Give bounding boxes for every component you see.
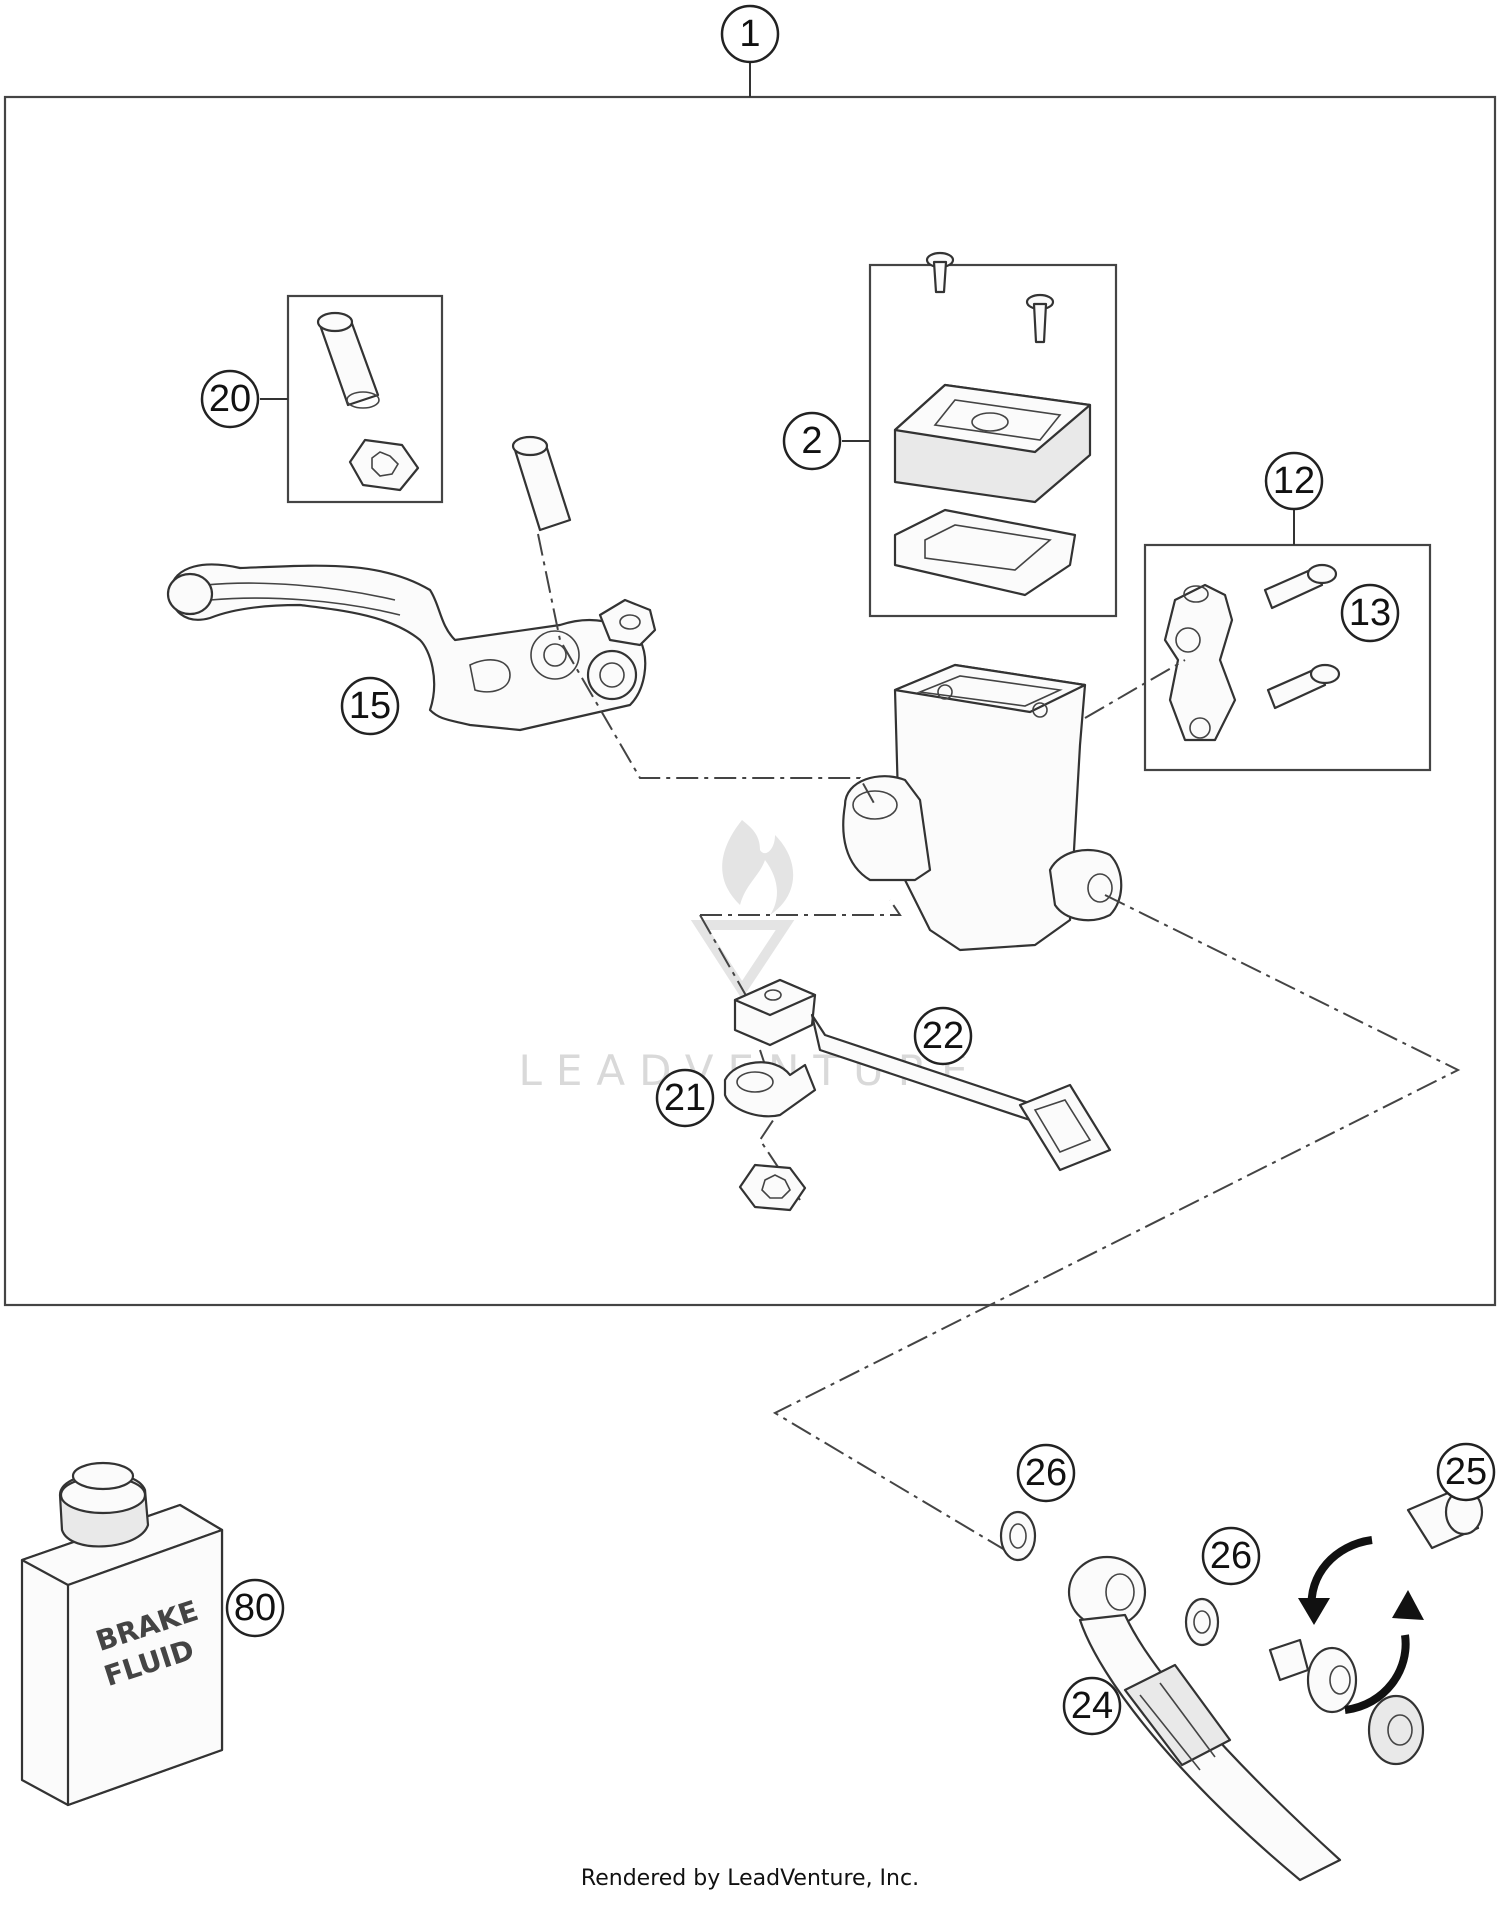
alignment-line-switch-2 [699,914,761,1021]
svg-text:21: 21 [664,1077,706,1119]
callout-25[interactable]: 25 [1436,1442,1496,1502]
banjo-bolt [1268,1638,1358,1714]
alignment-line-lever [537,533,876,806]
callout-26-left[interactable]: 26 [1016,1443,1076,1503]
callout-22[interactable]: 22 [913,1006,973,1066]
bleeder-screw [1406,1488,1484,1550]
reservoir-cover [893,383,1092,504]
sealing-washer-left [999,1510,1037,1562]
svg-text:13: 13 [1349,592,1391,634]
svg-text:22: 22 [922,1015,964,1057]
svg-text:25: 25 [1445,1451,1487,1493]
svg-text:80: 80 [234,1587,276,1629]
callout-13[interactable]: 13 [1340,583,1400,643]
alignment-line-switch [700,899,902,916]
kit-box-12 [1143,543,1432,772]
hex-nut-20 [348,438,420,492]
callout-15[interactable]: 15 [340,676,400,736]
render-credit: Rendered by LeadVenture, Inc. [581,1866,919,1891]
cover-gasket [893,508,1077,597]
handlebar-clamp [1163,583,1237,742]
brake-hose [1078,1613,1342,1882]
lever-adjuster-sleeve [511,435,572,532]
svg-text:26: 26 [1210,1535,1252,1577]
callout-20[interactable]: 20 [200,369,260,429]
svg-text:24: 24 [1071,1685,1113,1727]
svg-text:12: 12 [1273,460,1315,502]
svg-text:20: 20 [209,378,251,420]
brake-fluid-bottle: BRAKE FLUID [20,1461,224,1807]
callout-2[interactable]: 2 [782,411,842,471]
alignment-line-clamp [1084,659,1186,719]
master-cylinder-body [842,663,1123,952]
svg-text:15: 15 [349,685,391,727]
rotation-arrows-icon [1298,1536,1424,1714]
callout-21[interactable]: 21 [655,1068,715,1128]
svg-text:26: 26 [1025,1452,1067,1494]
alignment-line-hose [772,894,1461,1554]
svg-text:1: 1 [739,13,760,55]
clamp-bolt-upper [1263,563,1338,610]
callout-1[interactable]: 1 [720,4,780,64]
switch-hex-nut [738,1163,807,1212]
sealing-washer-right [1184,1597,1220,1647]
brake-lever [166,563,657,732]
callout-24[interactable]: 24 [1062,1676,1122,1736]
cover-cap [1367,1694,1425,1766]
switch-bracket [723,1061,817,1118]
switch-connector [1018,1083,1112,1172]
callout-80[interactable]: 80 [225,1578,285,1638]
callout-26-right[interactable]: 26 [1201,1526,1261,1586]
screw-part-2a [925,251,955,294]
clamp-bolt-lower [1266,663,1341,710]
callout-12[interactable]: 12 [1264,451,1324,511]
sleeve-part-20 [316,311,380,409]
svg-text:2: 2 [801,420,822,462]
screw-part-2b [1025,293,1055,344]
